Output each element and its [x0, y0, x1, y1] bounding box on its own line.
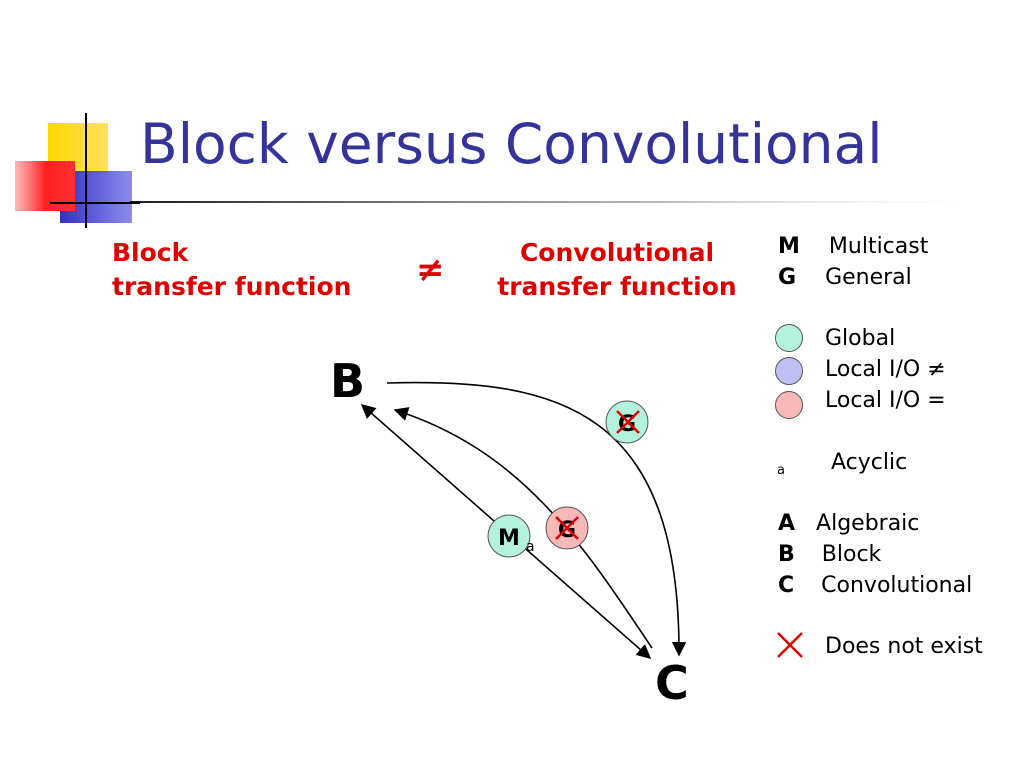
block-header-line1: Block: [112, 238, 189, 267]
legend-m-key: M: [778, 234, 800, 259]
cross-icon-mid: [555, 516, 579, 540]
legend-g-key: G: [778, 265, 797, 290]
title-underline: [130, 201, 1010, 203]
subscript-a: a: [526, 539, 535, 555]
legend-c-key: C: [778, 573, 795, 598]
legend-not-exist-label: Does not exist: [825, 634, 983, 659]
legend-m-label: Multicast: [828, 234, 929, 259]
not-equal-sign: ≠: [416, 250, 445, 290]
block-header-line2: transfer function: [112, 272, 352, 301]
convolutional-header: Convolutional transfer function: [497, 236, 737, 304]
cross-icon-top: [616, 410, 640, 434]
legend-a-label: Algebraic: [816, 511, 920, 536]
conv-header-line1: Convolutional: [519, 238, 715, 267]
legend-local-eq-label: Local I/O =: [825, 388, 946, 413]
legend-local-neq-swatch: [775, 357, 803, 385]
legend-acyclic-key: a: [777, 463, 785, 478]
page-title: Block versus Convolutional: [140, 112, 883, 176]
does-not-exist-cross-icon: [777, 632, 803, 658]
legend-convolutional: C Convolutional: [778, 573, 972, 598]
corner-decoration: [15, 113, 140, 228]
node-b: B: [330, 354, 366, 408]
legend-local-neq-label: Local I/O ≠: [825, 357, 946, 382]
legend-b-label: Block: [821, 542, 882, 567]
conv-header-line2: transfer function: [497, 272, 737, 301]
circle-m: [487, 514, 531, 558]
legend-algebraic: A Algebraic: [778, 511, 919, 536]
legend-b-key: B: [778, 542, 795, 567]
legend-a-key: A: [778, 511, 796, 536]
legend-acyclic-label: Acyclic: [831, 450, 908, 475]
circle-m-label: M: [498, 526, 520, 551]
node-c: C: [655, 656, 689, 710]
legend-c-label: Convolutional: [821, 573, 973, 598]
legend-global-label: Global: [825, 326, 896, 351]
legend-local-eq-swatch: [775, 391, 803, 419]
block-header: Block transfer function: [112, 236, 351, 304]
legend-global-swatch: [775, 324, 803, 352]
legend-g-label: General: [825, 265, 912, 290]
legend-general: G General: [778, 265, 912, 290]
legend-block: B Block: [778, 542, 881, 567]
legend-multicast: M Multicast: [778, 234, 928, 259]
